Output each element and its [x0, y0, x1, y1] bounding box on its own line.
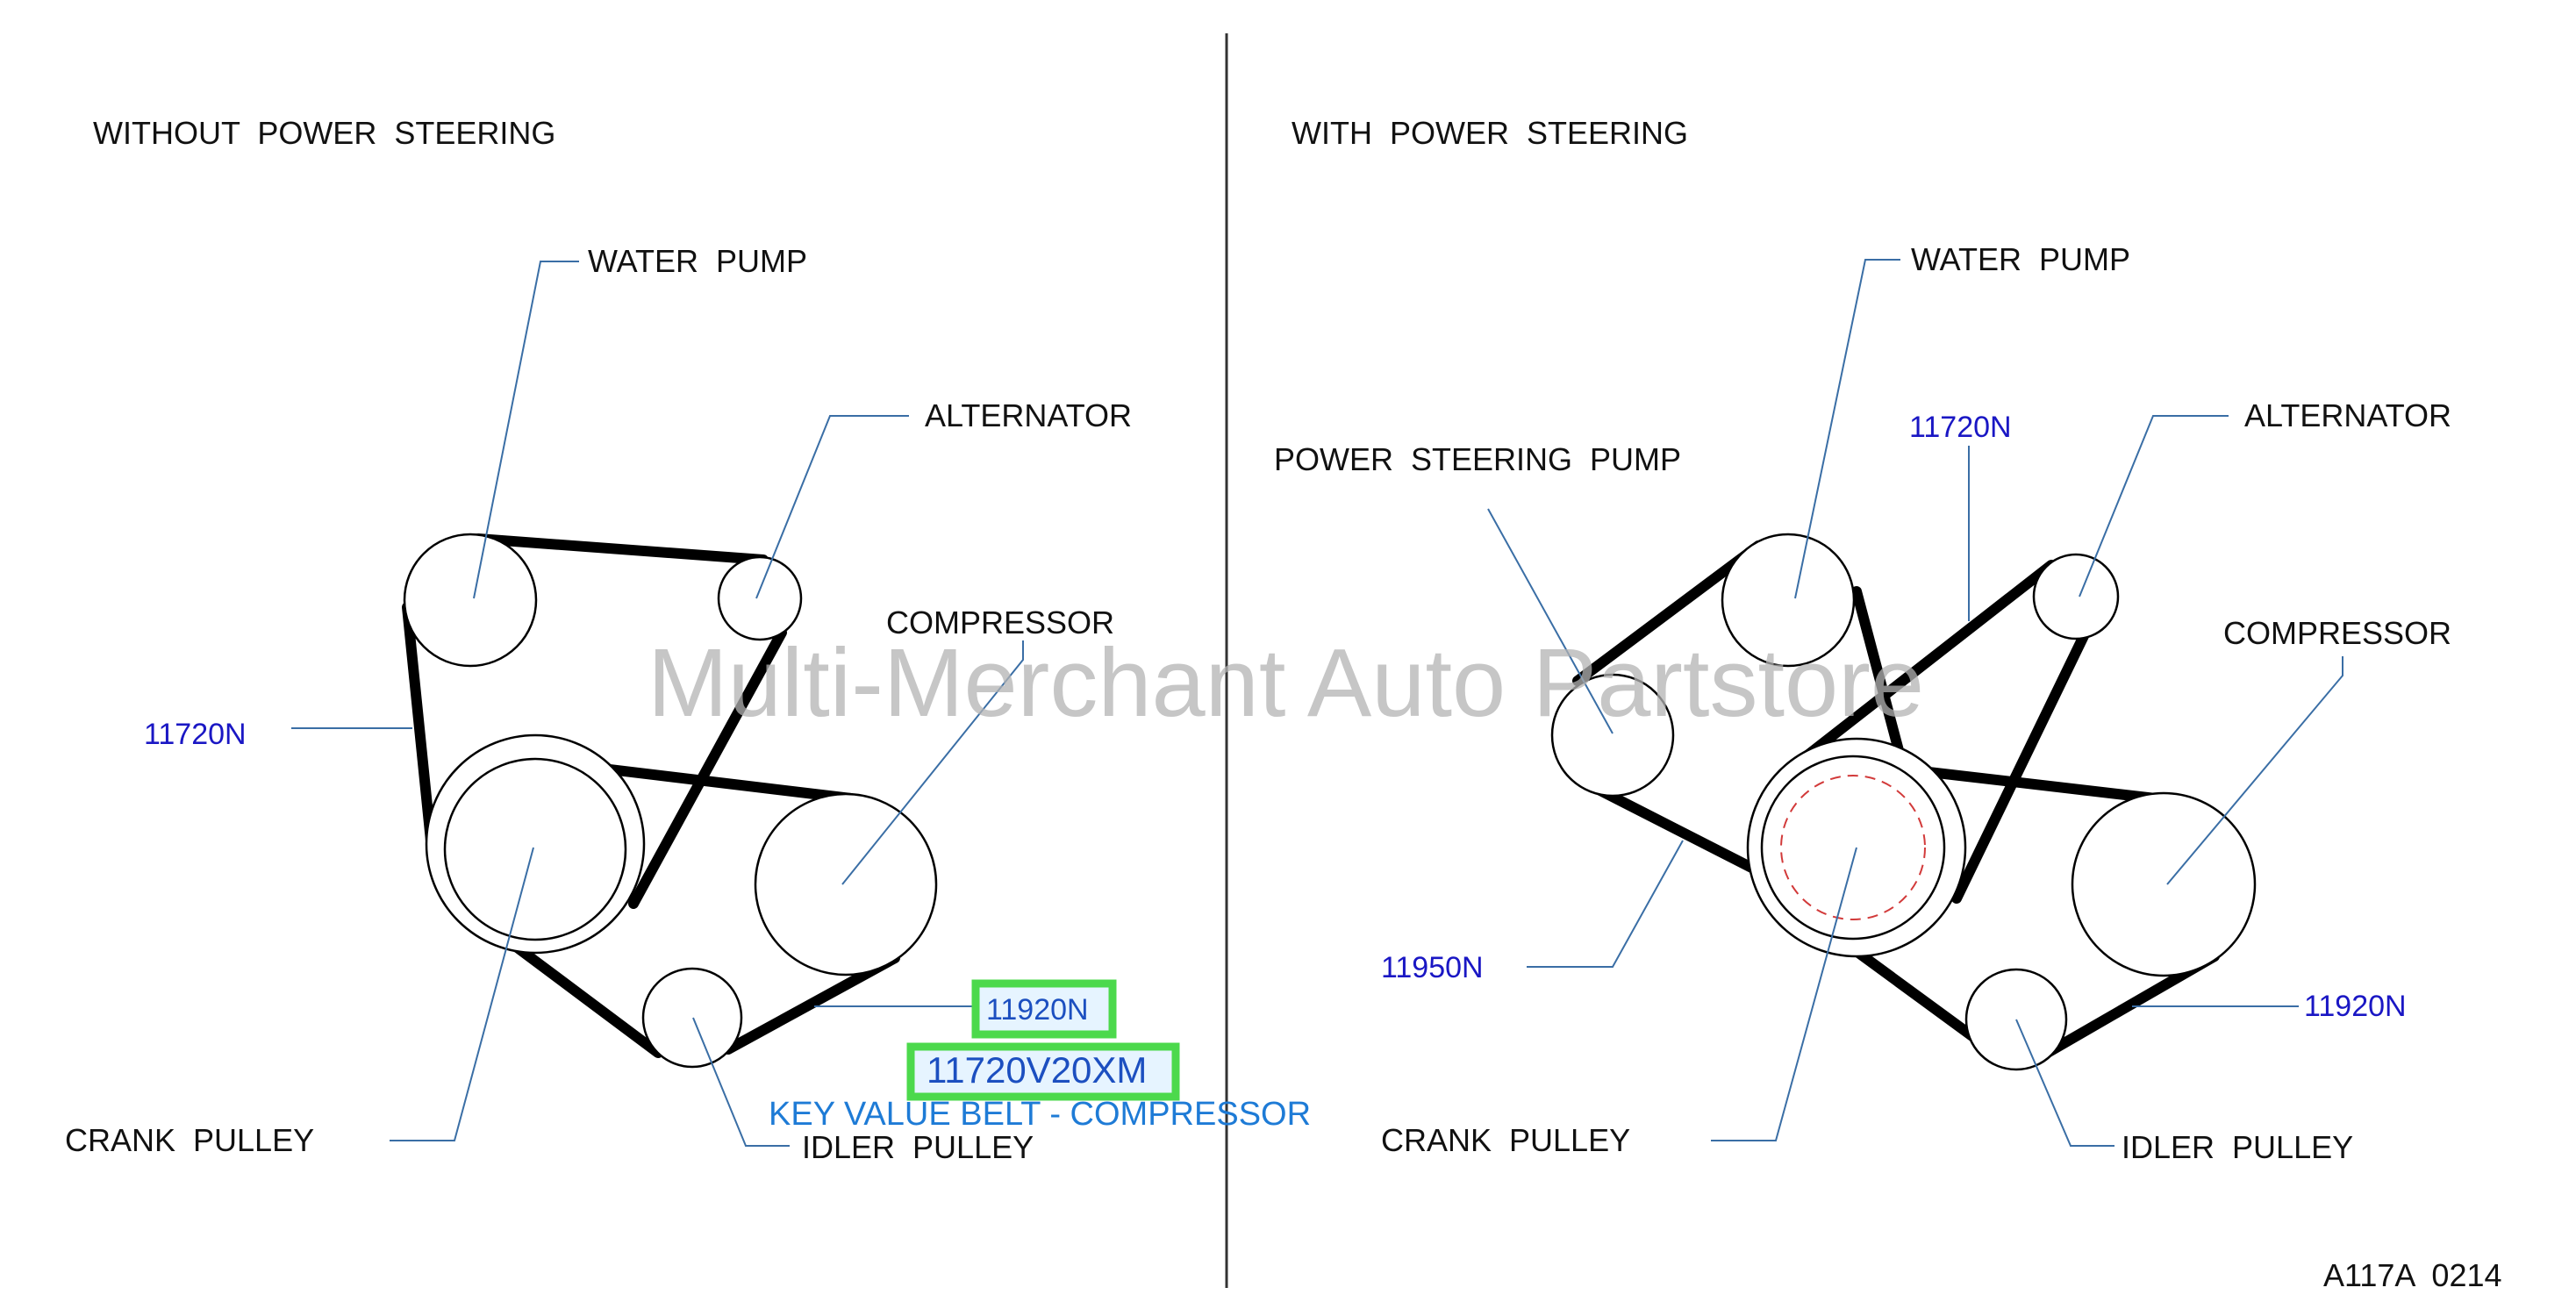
left-leader-crank — [390, 847, 534, 1141]
right-water-pump-pulley — [1721, 533, 1856, 668]
left-part-belt-main: 11720N — [144, 718, 247, 751]
left-label-crank-pulley: CRANK PULLEY — [65, 1122, 314, 1158]
right-label-alternator: ALTERNATOR — [2244, 397, 2451, 433]
right-panel-title: WITH POWER STEERING — [1292, 115, 1688, 151]
right-leader-idler — [2015, 1019, 2114, 1147]
right-power-steering-pump-pulley — [1550, 673, 1675, 798]
left-highlight-box-comp — [971, 979, 1117, 1039]
left-label-alternator: ALTERNATOR — [925, 397, 1132, 433]
right-belt-wp-crank — [1851, 586, 1909, 776]
right-alternator-pulley — [2032, 553, 2120, 640]
right-label-crank-pulley: CRANK PULLEY — [1381, 1122, 1630, 1158]
watermark: Multi-Merchant Auto Partstore — [648, 629, 1924, 737]
right-belt-ps-crank — [1593, 784, 1776, 883]
right-part-belt-main: 11720N — [1909, 411, 2012, 444]
right-leader-compressor — [2166, 656, 2343, 885]
right-belt-alt-comp — [1951, 607, 2100, 904]
right-part-belt-compressor: 11920N — [2304, 990, 2407, 1023]
right-crank-pulley-inner — [1760, 755, 1946, 941]
key-value-highlight-box — [906, 1042, 1180, 1101]
left-label-compressor: COMPRESSOR — [886, 604, 1114, 640]
left-belt-main-alt-crank — [628, 627, 787, 909]
right-label-compressor: COMPRESSOR — [2223, 615, 2451, 651]
left-compressor-pulley — [754, 792, 938, 976]
right-leader-water-pump — [1794, 259, 1900, 599]
right-part-belt-ps: 11950N — [1381, 951, 1484, 984]
left-idler-pulley — [641, 967, 743, 1069]
right-compressor-pulley — [2071, 791, 2257, 977]
left-leader-idler — [692, 1017, 790, 1147]
figure-code: A117A 0214 — [2323, 1257, 2502, 1293]
left-belt-main-wp-crank — [402, 602, 437, 855]
left-leader-alternator — [755, 415, 909, 599]
left-leader-compressor — [841, 640, 1024, 885]
right-label-water-pump: WATER PUMP — [1911, 241, 2130, 277]
left-label-idler-pulley: IDLER PULLEY — [802, 1129, 1034, 1165]
left-crank-pulley-inner — [443, 757, 627, 941]
right-label-idler-pulley: IDLER PULLEY — [2122, 1129, 2353, 1165]
right-label-ps-pump: POWER STEERING PUMP — [1274, 441, 1681, 477]
left-leader-water-pump — [473, 261, 579, 599]
left-label-water-pump: WATER PUMP — [588, 243, 807, 279]
key-value-part-number: 11720V20XM — [927, 1049, 1147, 1091]
right-leader-belt-ps — [1527, 840, 1684, 968]
right-leader-crank — [1711, 847, 1857, 1141]
left-panel-title: WITHOUT POWER STEERING — [93, 115, 555, 151]
left-panel: WITHOUT POWER STEERING WATER PUMP ALTERN… — [65, 115, 1311, 1165]
right-belt-alt-crank — [1799, 560, 2057, 763]
right-leader-alternator — [2079, 415, 2229, 597]
right-panel: WITH POWER STEERING WATER PUMP ALTERNATO… — [1274, 115, 2451, 1165]
left-belt-main-wp-alt — [473, 533, 769, 565]
left-alternator-pulley — [717, 555, 803, 641]
left-water-pump-pulley — [403, 533, 538, 668]
right-leader-ps-pump — [1487, 508, 1614, 734]
right-belt-ps-wp — [1572, 540, 1764, 686]
key-value-description: KEY VALUE BELT - COMPRESSOR — [769, 1096, 1311, 1133]
right-crank-pulley-dashed-ring — [1780, 775, 1926, 920]
left-part-belt-compressor: 11920N — [986, 993, 1089, 1027]
